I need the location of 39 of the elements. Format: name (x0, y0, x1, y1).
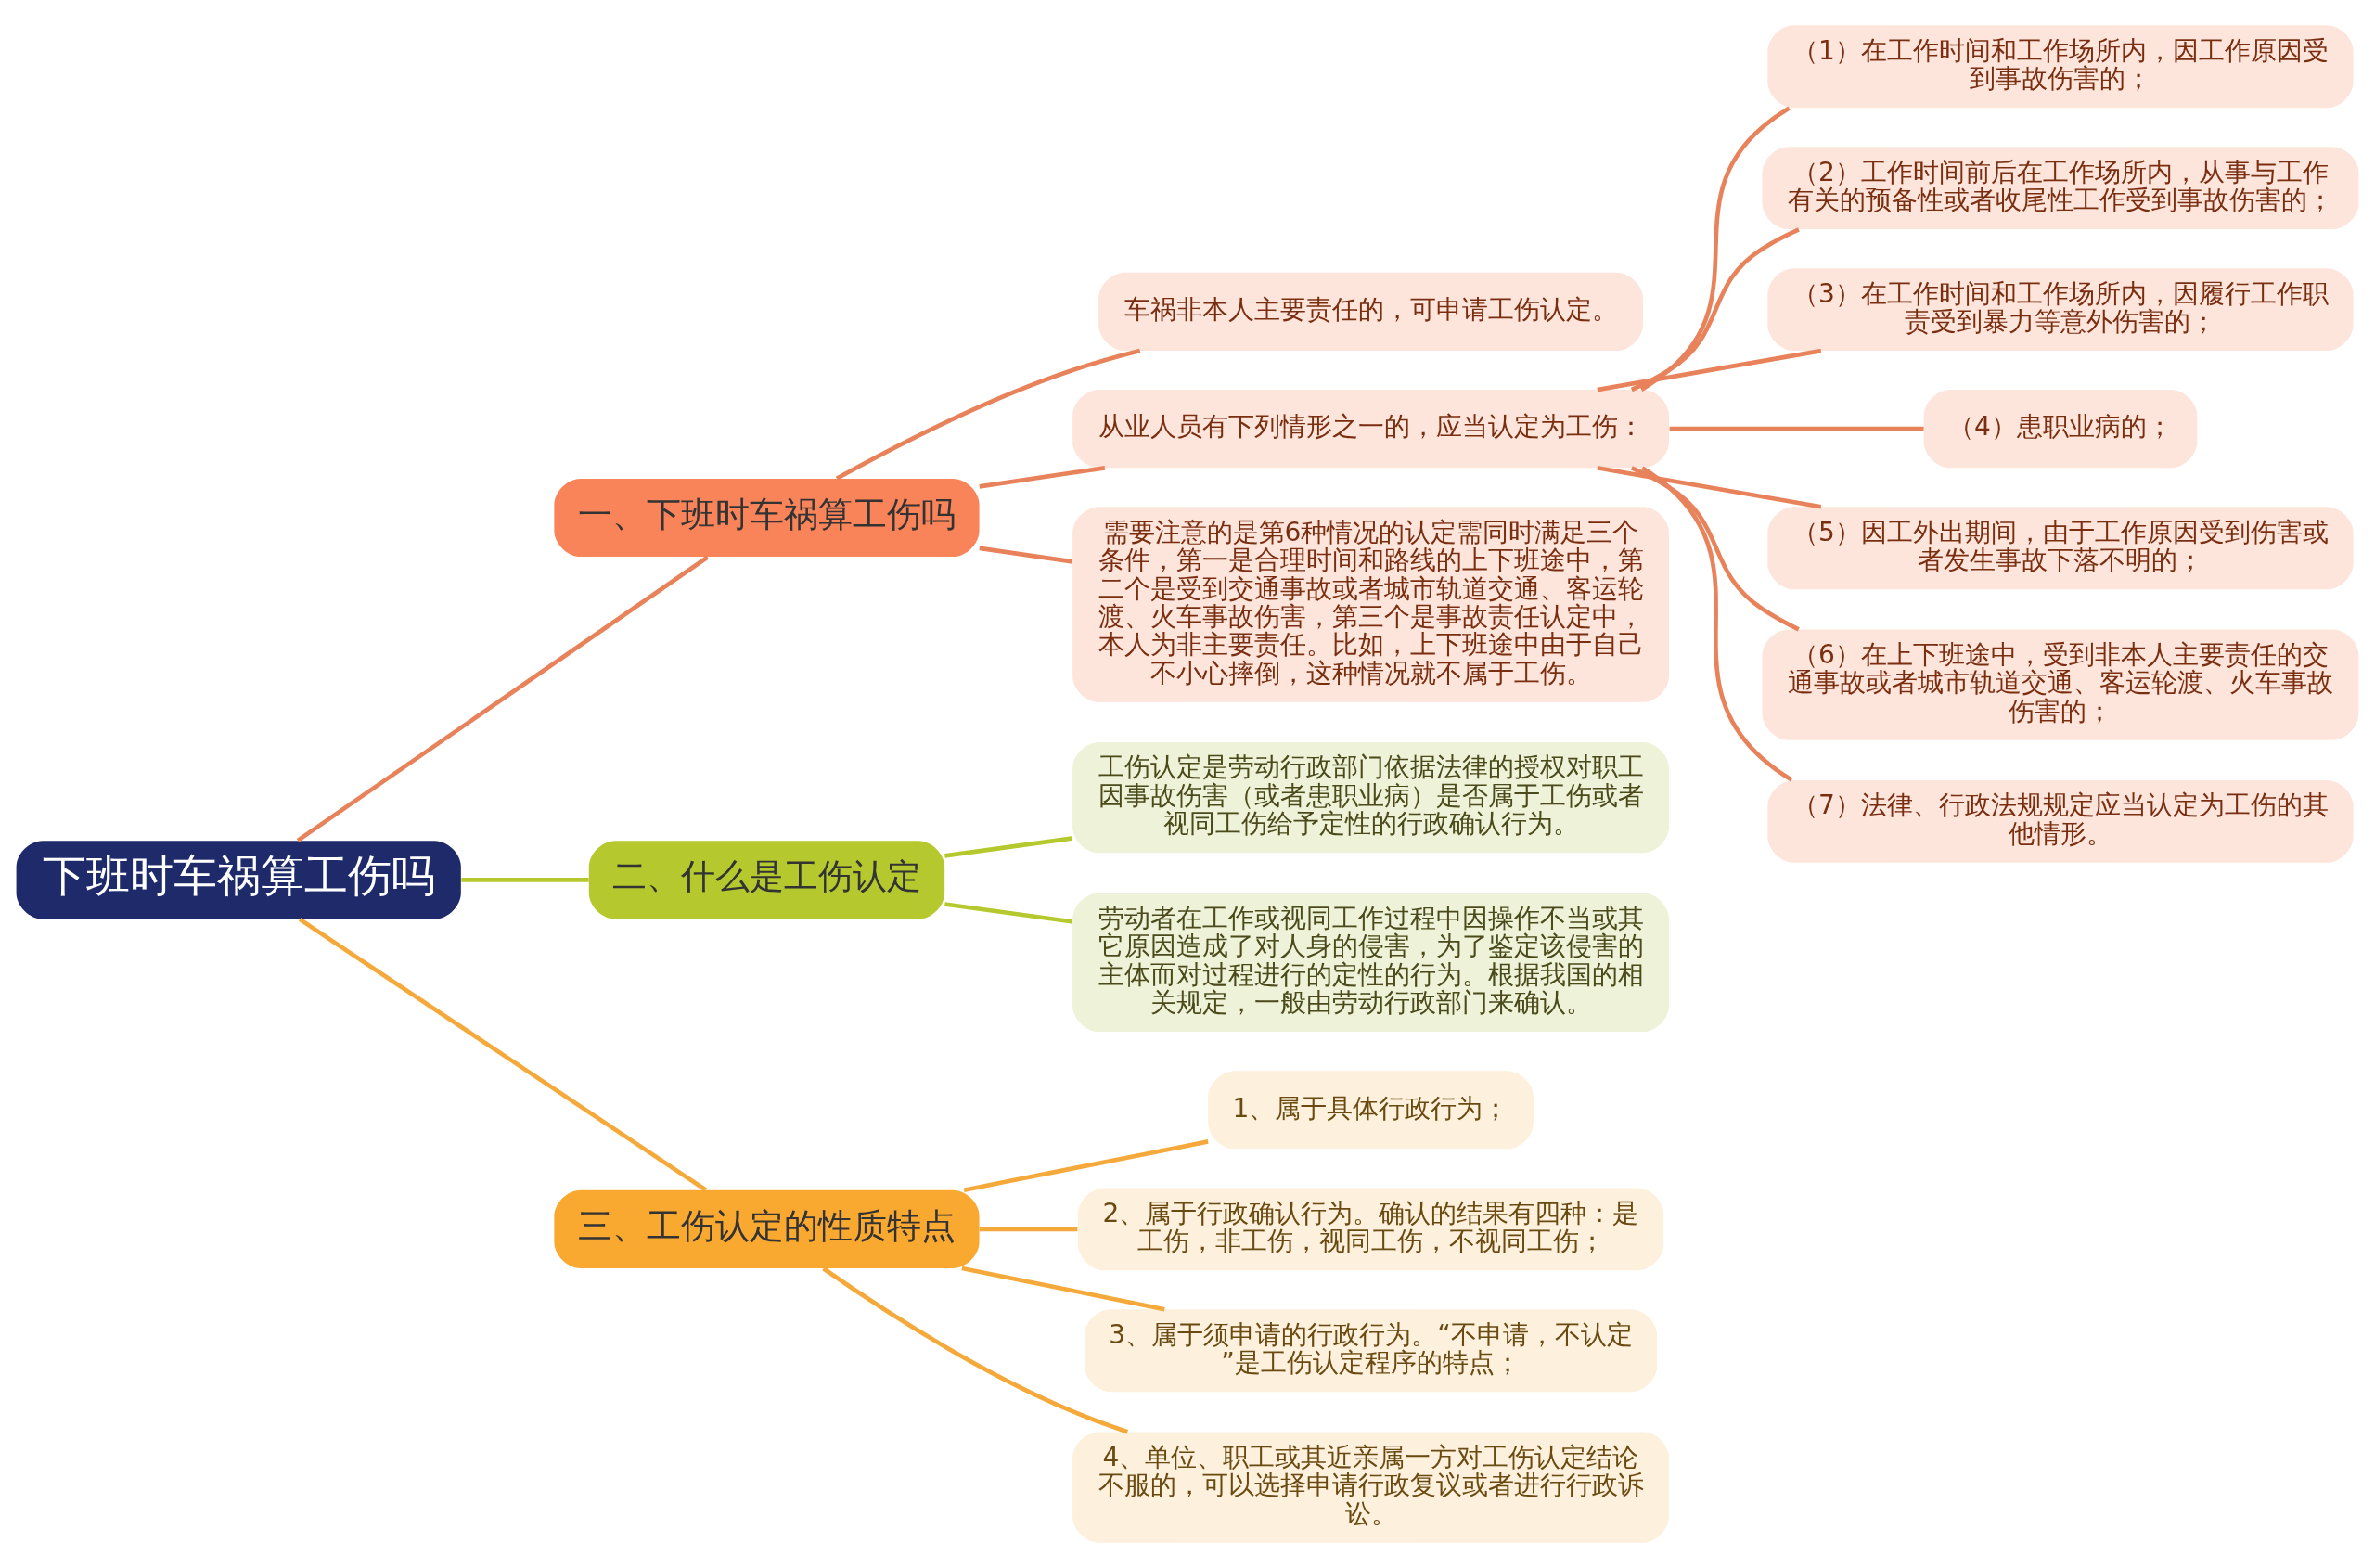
node-box: 一、下班时车祸算工伤吗 (554, 478, 980, 558)
node-box: 劳动者在工作或视同工作过程中因操作不当或其它原因造成了对人身的侵害，为了鉴定该侵害的主体而对过程进行的定性的行为。根据我国的相关规定，一般由劳动行政部门来确认。 (1072, 893, 1669, 1033)
node-box: 1、属于具体行政行为； (1208, 1071, 1534, 1150)
node-box: （2）工作时间前后在工作场所内，从事与工作有关的预备性或者收尾性工作受到事故伤害的； (1762, 147, 2359, 230)
node-box: 4、单位、职工或其近亲属一方对工伤认定结论不服的，可以选择申请行政复议或者进行行政诉讼。 (1072, 1432, 1669, 1543)
connector (963, 1139, 1209, 1192)
node-box: （4）患职业病的； (1923, 390, 2198, 469)
connector (1669, 426, 1924, 431)
connector (979, 466, 1106, 489)
node-box: 工伤认定是劳动行政部门依据法律的授权对职工因事故伤害（或者患职业病）是否属于工伤或者视同工伤给予定性的行政确认行为。 (1072, 742, 1669, 854)
connector (296, 555, 710, 842)
node-box: （6）在上下班途中，受到非本人主要责任的交通事故或者城市轨道交通、客运轮渡、火车事故伤害的； (1762, 629, 2359, 740)
connector (1640, 106, 1791, 392)
node-box: 3、属于须申请的行政行为。“不申请，不认定”是工伤认定程序的特点； (1084, 1309, 1658, 1393)
node-box: （7）法律、行政法规规定应当认定为工伤的其他情形。 (1767, 779, 2354, 863)
connector (1630, 227, 1800, 392)
connector (461, 878, 589, 882)
connector (944, 836, 1072, 858)
connector (1597, 348, 1822, 392)
connector (298, 917, 707, 1192)
connector (979, 546, 1073, 564)
node-box: （3）在工作时间和工作场所内，因履行工作职责受到暴力等意外伤害的； (1767, 268, 2354, 351)
connector (835, 348, 1141, 481)
connector (822, 1266, 1129, 1434)
connector (1597, 466, 1822, 509)
node-box: 二、什么是工伤认定 (588, 841, 945, 919)
node-box: 车祸非本人主要责任的，可申请工伤认定。 (1098, 272, 1643, 351)
node-box: （1）在工作时间和工作场所内，因工作原因受到事故伤害的； (1767, 25, 2354, 109)
connector (979, 1227, 1078, 1232)
node-box: 2、属于行政确认行为。确认的结果有四种：是工伤，非工伤，视同工伤，不视同工伤； (1077, 1188, 1664, 1271)
connector (961, 1266, 1165, 1312)
connector (1630, 466, 1800, 632)
connector (1641, 466, 1793, 782)
node-box: 下班时车祸算工伤吗 (16, 841, 461, 919)
connector (944, 902, 1072, 924)
node-box: （5）因工外出期间，由于工作原因受到伤害或者发生事故下落不明的； (1767, 507, 2354, 590)
node-box: 三、工伤认定的性质特点 (554, 1189, 980, 1268)
node-box: 从业人员有下列情形之一的，应当认定为工伤： (1072, 390, 1669, 469)
node-box: 需要注意的是第6种情况的认定需同时满足三个条件，第一是合理时间和路线的上下班途中，第二个是受到交通事故或者城市轨道交通、客运轮渡、火车事故伤害，第三个是事故责任认定中，本人为非主要责任。比如，上下班途中由于自己不小心摔倒，这种情况就不属于工伤。 (1072, 507, 1669, 702)
